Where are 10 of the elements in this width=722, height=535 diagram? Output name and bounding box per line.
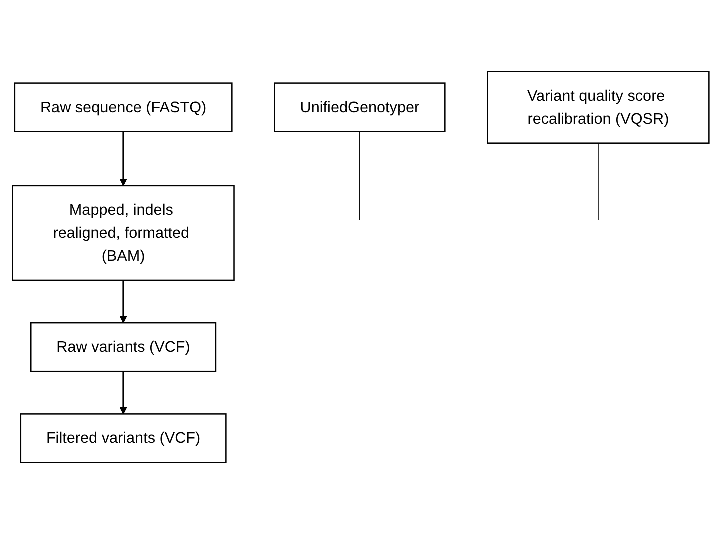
arrow: [120, 372, 128, 415]
node-box: UnifiedGenotyper: [274, 82, 446, 133]
node-box: Filtered variants (VCF): [20, 414, 227, 464]
arrow: [120, 280, 128, 324]
node-box: Mapped, indels realigned, formatted (BAM): [12, 186, 235, 282]
node-box: Raw sequence (FASTQ): [14, 82, 233, 133]
connector: [598, 143, 599, 222]
node-box: Raw variants (VCF): [30, 322, 217, 372]
node-box: Variant quality score recalibration (VQSR): [487, 71, 710, 144]
arrow: [120, 132, 128, 186]
